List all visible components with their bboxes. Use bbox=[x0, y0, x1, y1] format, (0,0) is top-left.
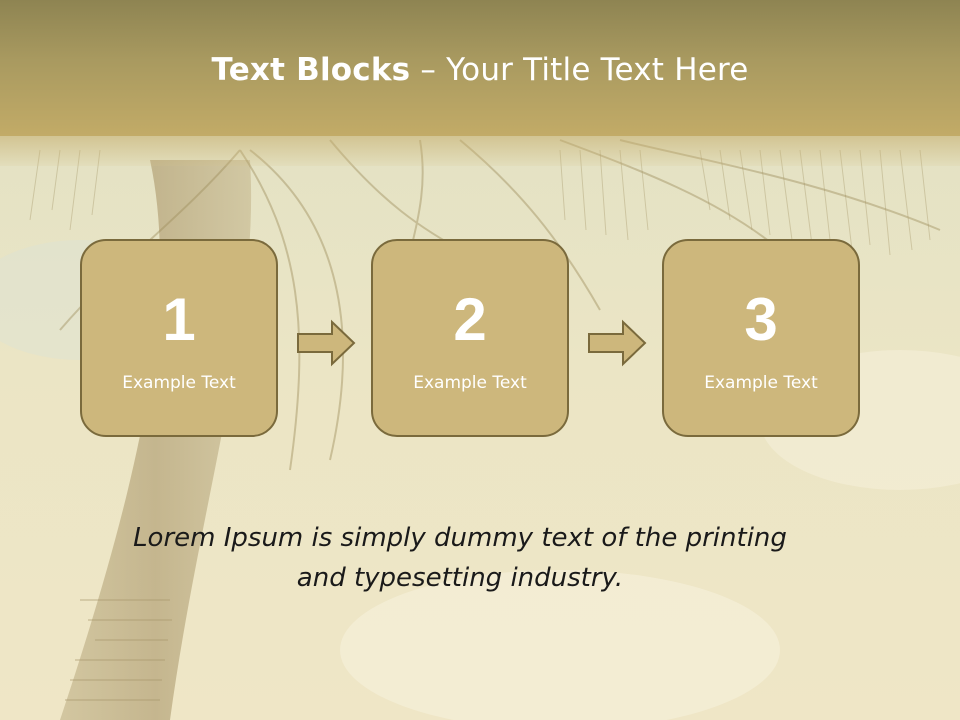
slide-title-rest: – Your Title Text Here bbox=[410, 52, 749, 88]
arrow-right-icon bbox=[297, 319, 356, 367]
caption: Lorem Ipsum is simply dummy text of the … bbox=[90, 518, 830, 598]
block-label: Example Text bbox=[122, 373, 236, 393]
block-number: 3 bbox=[744, 286, 778, 353]
title-bar bbox=[0, 0, 960, 136]
block-number: 2 bbox=[453, 286, 487, 353]
block-number: 1 bbox=[162, 286, 196, 353]
slide-title: Text Blocks – Your Title Text Here bbox=[0, 52, 960, 88]
title-strip bbox=[0, 136, 960, 166]
text-block-2: 2 Example Text bbox=[371, 239, 569, 437]
slide-title-bold: Text Blocks bbox=[211, 52, 411, 88]
arrow-right-icon bbox=[588, 319, 647, 367]
block-label: Example Text bbox=[413, 373, 527, 393]
caption-line-2: and typesetting industry. bbox=[296, 563, 624, 593]
block-label: Example Text bbox=[704, 373, 818, 393]
text-block-3: 3 Example Text bbox=[662, 239, 860, 437]
text-block-1: 1 Example Text bbox=[80, 239, 278, 437]
caption-line-1: Lorem Ipsum is simply dummy text of the … bbox=[133, 523, 787, 553]
